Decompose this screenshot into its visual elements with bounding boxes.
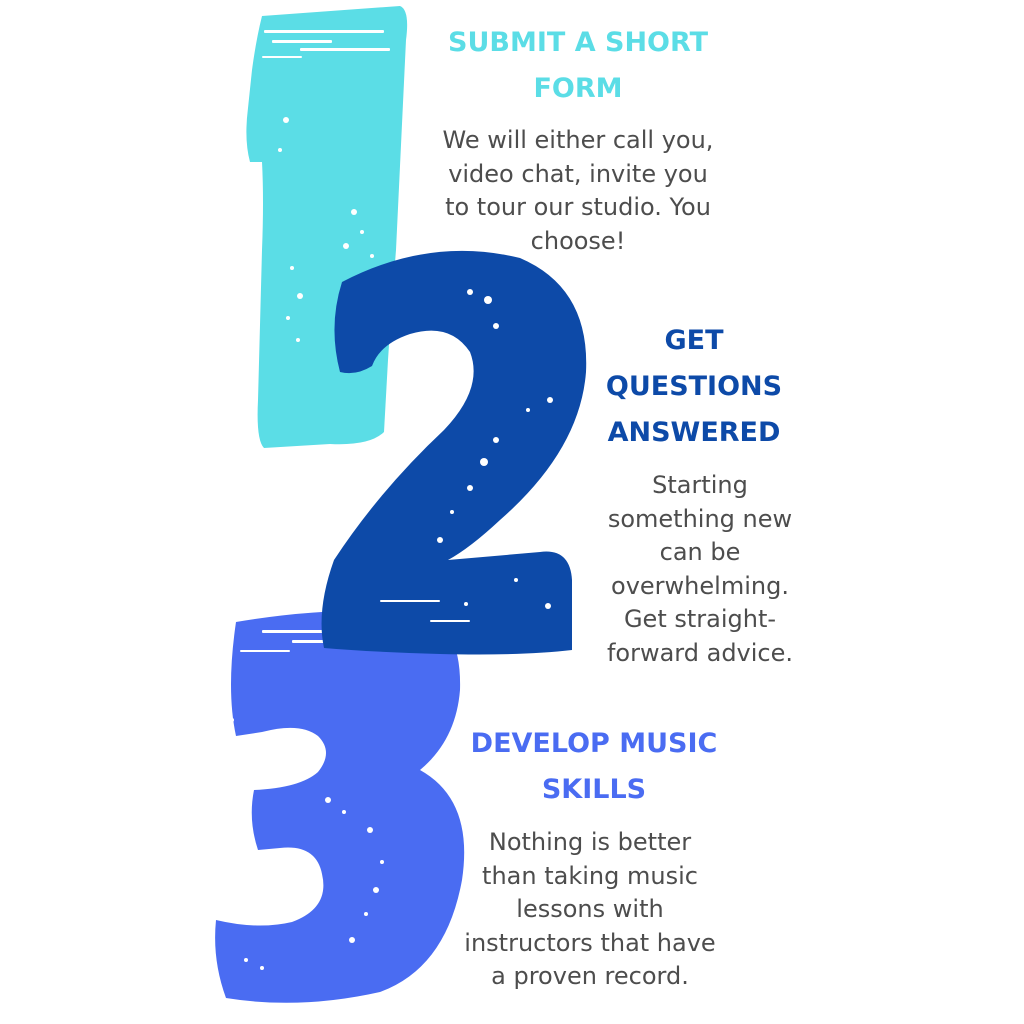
step-3-description: Nothing is better than taking music less… <box>464 828 716 990</box>
numeral-two-graphic <box>321 250 587 655</box>
numeral-three-graphic <box>215 610 465 1003</box>
numeral-one-graphic <box>246 6 408 448</box>
numeral-one-texture <box>262 30 390 342</box>
step-3-title: DEVELOP MUSIC SKILLS <box>470 728 718 805</box>
step-1-title: SUBMIT A SHORT FORM <box>448 27 708 104</box>
step-2-title: GET QUESTIONS ANSWERED <box>605 325 783 448</box>
numeral-two-texture <box>380 289 553 622</box>
step-1-description: We will either call you, video chat, inv… <box>442 126 714 255</box>
step-2-description: Starting something new can be overwhelmi… <box>606 471 794 667</box>
